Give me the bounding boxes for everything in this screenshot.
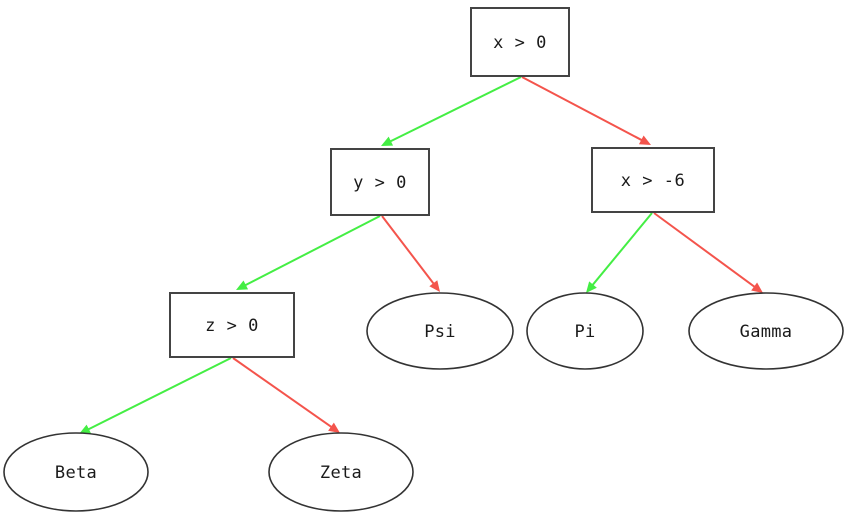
tree-edge-false bbox=[381, 215, 440, 292]
edge-line bbox=[86, 357, 232, 431]
edge-line bbox=[590, 212, 653, 287]
tree-node-psi[interactable]: Psi bbox=[366, 292, 514, 370]
edge-line bbox=[521, 76, 644, 142]
tree-node-zeta[interactable]: Zeta bbox=[268, 432, 414, 512]
tree-node-root[interactable]: x > 0 bbox=[470, 7, 570, 77]
edge-arrowhead bbox=[751, 282, 763, 293]
decision-node-box[interactable] bbox=[330, 148, 430, 216]
edge-line bbox=[381, 215, 436, 286]
edge-line bbox=[232, 357, 334, 429]
leaf-node-ellipse[interactable] bbox=[526, 292, 644, 370]
leaf-node-label: Pi bbox=[574, 322, 595, 342]
decision-node-label: x > -6 bbox=[621, 171, 685, 191]
tree-edge-true bbox=[586, 212, 653, 293]
decision-node-label: z > 0 bbox=[205, 316, 259, 336]
tree-node-x-neg6-cond[interactable]: x > -6 bbox=[591, 147, 715, 213]
tree-edge-true bbox=[79, 357, 232, 434]
edge-line bbox=[243, 215, 381, 287]
tree-node-gamma[interactable]: Gamma bbox=[688, 292, 844, 370]
tree-edge-true bbox=[236, 215, 381, 290]
edge-arrowhead bbox=[429, 280, 440, 292]
leaf-node-label: Gamma bbox=[740, 322, 793, 342]
tree-node-beta[interactable]: Beta bbox=[3, 432, 149, 512]
leaf-node-label: Psi bbox=[424, 322, 456, 342]
leaf-node-ellipse[interactable] bbox=[268, 432, 414, 512]
edge-arrowhead bbox=[381, 136, 394, 146]
leaf-node-ellipse[interactable] bbox=[688, 292, 844, 370]
tree-edge-true bbox=[381, 76, 522, 146]
edge-arrowhead bbox=[586, 281, 597, 293]
decision-node-box[interactable] bbox=[169, 292, 295, 358]
edge-arrowhead bbox=[79, 424, 92, 434]
decision-node-label: y > 0 bbox=[353, 173, 407, 193]
leaf-node-ellipse[interactable] bbox=[3, 432, 149, 512]
edge-line bbox=[653, 212, 757, 289]
tree-node-y-cond[interactable]: y > 0 bbox=[330, 148, 430, 216]
edge-arrowhead bbox=[236, 280, 249, 290]
decision-node-box[interactable] bbox=[591, 147, 715, 213]
decision-node-label: x > 0 bbox=[493, 33, 547, 53]
decision-node-box[interactable] bbox=[470, 7, 570, 77]
leaf-node-label: Beta bbox=[55, 463, 97, 483]
edge-line bbox=[388, 76, 522, 143]
tree-edge-false bbox=[232, 357, 340, 433]
edge-arrowhead bbox=[328, 422, 340, 433]
tree-node-pi[interactable]: Pi bbox=[526, 292, 644, 370]
edge-arrowhead bbox=[638, 135, 651, 145]
leaf-node-ellipse[interactable] bbox=[366, 292, 514, 370]
tree-node-z-cond[interactable]: z > 0 bbox=[169, 292, 295, 358]
tree-edge-false bbox=[521, 76, 651, 145]
tree-edge-false bbox=[653, 212, 763, 293]
edges-layer bbox=[79, 76, 763, 434]
leaf-node-label: Zeta bbox=[320, 463, 362, 483]
